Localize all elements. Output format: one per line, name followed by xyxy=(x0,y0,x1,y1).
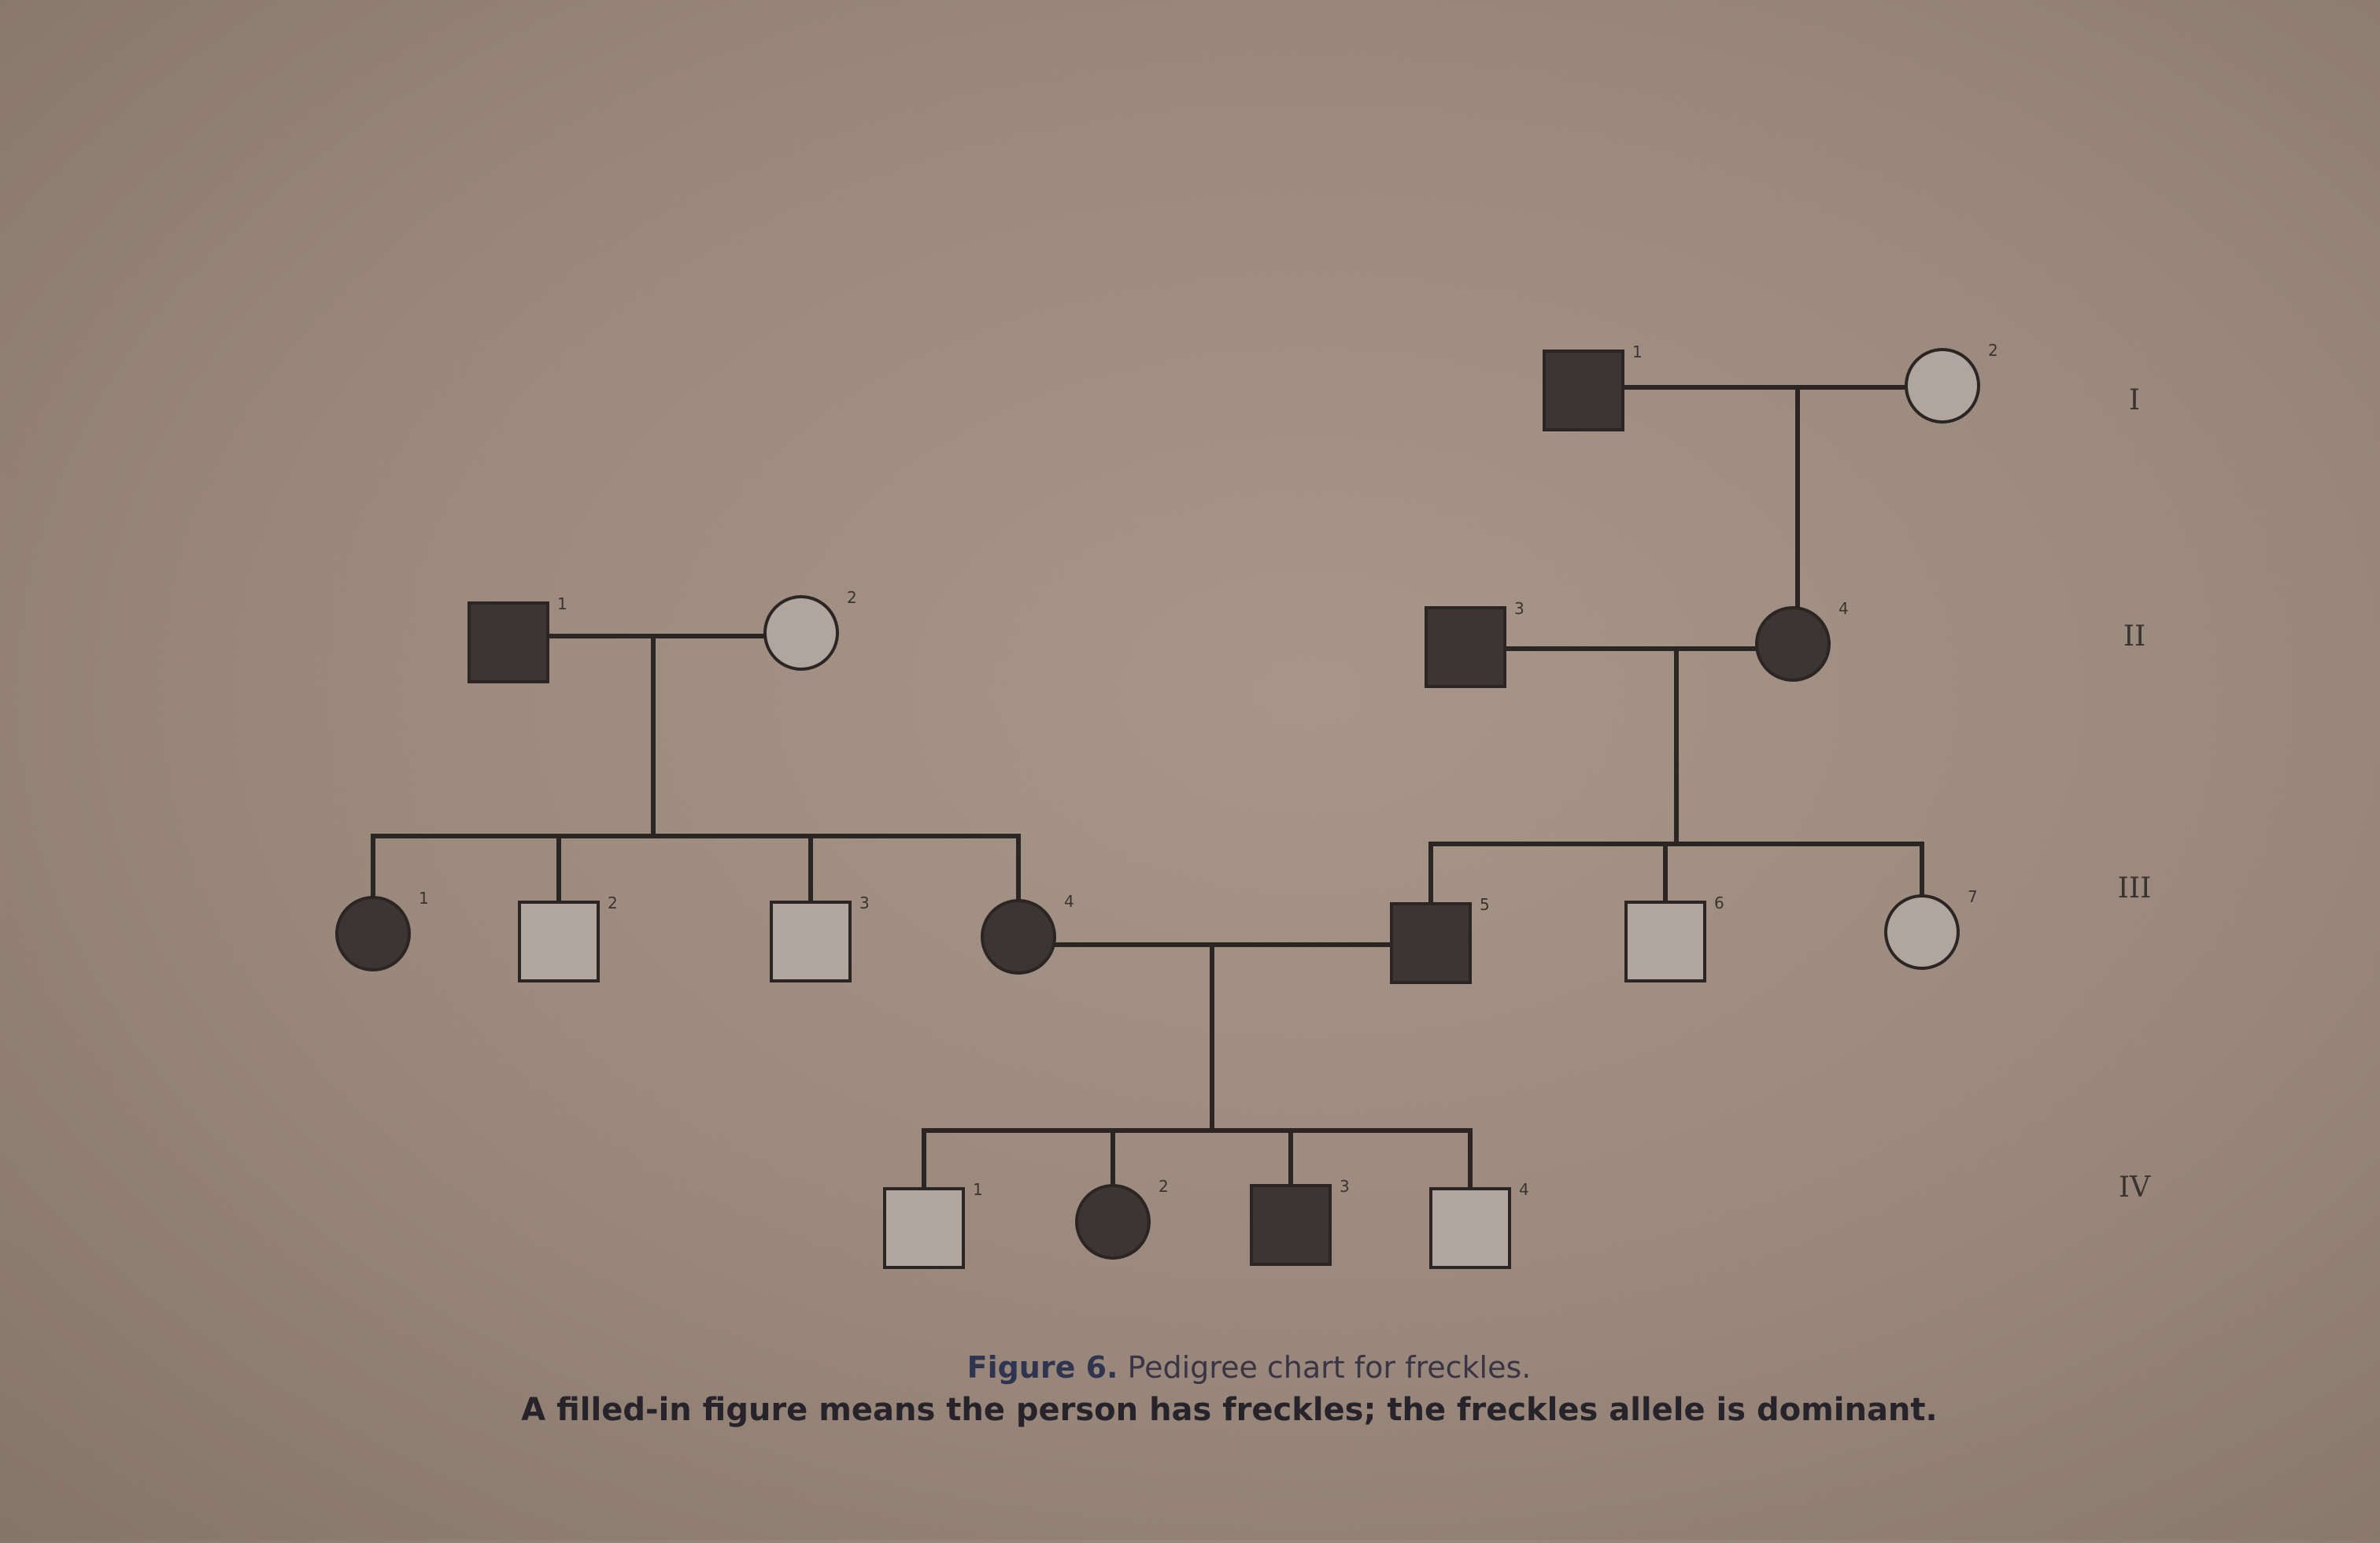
affected-male-i-1 xyxy=(1543,350,1624,431)
affected-female-iii-4 xyxy=(981,899,1056,975)
individual-number-iv-3: 3 xyxy=(1340,1177,1350,1196)
figure-caption-title: Figure 6. Pedigree chart for freckles. xyxy=(0,1350,2380,1385)
unaffected-male-iii-6 xyxy=(1624,901,1706,982)
individual-number-i-1: 1 xyxy=(1632,342,1643,361)
individual-number-iii-3: 3 xyxy=(859,894,870,912)
individual-symbols xyxy=(335,348,1980,1269)
affected-male-iii-5 xyxy=(1390,902,1472,984)
generation-label-iv: IV xyxy=(2119,1171,2151,1204)
individual-number-iii-1: 1 xyxy=(419,889,429,908)
individual-number-ii-2: 2 xyxy=(847,588,857,607)
individual-number-ii-4: 4 xyxy=(1839,599,1849,618)
unaffected-female-ii-2 xyxy=(763,595,839,671)
figure-title: Pedigree chart for freckles. xyxy=(1118,1350,1532,1385)
unaffected-female-iii-7 xyxy=(1884,894,1960,970)
individual-number-iii-6: 6 xyxy=(1714,894,1724,912)
individual-number-iii-5: 5 xyxy=(1480,895,1490,914)
individual-number-iii-4: 4 xyxy=(1064,892,1074,911)
unaffected-male-iii-3 xyxy=(770,901,852,982)
affected-male-iv-3 xyxy=(1250,1184,1332,1266)
unaffected-male-iv-4 xyxy=(1429,1187,1511,1269)
individual-number-ii-3: 3 xyxy=(1514,599,1524,618)
unaffected-male-iv-1 xyxy=(883,1187,965,1269)
affected-male-ii-3 xyxy=(1425,606,1506,688)
figure-label: Figure 6. xyxy=(966,1350,1118,1385)
individual-number-iii-2: 2 xyxy=(608,894,618,912)
unaffected-female-i-2 xyxy=(1905,348,1980,424)
individual-number-iv-1: 1 xyxy=(973,1180,983,1199)
generation-label-iii: III xyxy=(2118,872,2152,905)
connector-lines xyxy=(371,385,1924,1191)
individual-numbers: 1 2 1 2 3 4 1 2 3 4 5 6 7 1 2 3 4 xyxy=(419,341,1998,1199)
individual-number-i-2: 2 xyxy=(1988,341,1998,360)
generation-label-i: I xyxy=(2129,384,2140,416)
individual-number-iii-7: 7 xyxy=(1968,887,1978,906)
affected-male-ii-1 xyxy=(468,601,549,683)
affected-female-ii-4 xyxy=(1755,606,1831,682)
individual-number-ii-1: 1 xyxy=(557,594,567,613)
affected-female-iii-1 xyxy=(335,896,411,971)
affected-female-iv-2 xyxy=(1075,1184,1151,1260)
figure-caption-note: A filled-in figure means the person has … xyxy=(521,1392,1938,1428)
generation-label-ii: II xyxy=(2123,620,2145,653)
individual-number-iv-4: 4 xyxy=(1519,1180,1529,1199)
individual-number-iv-2: 2 xyxy=(1159,1177,1169,1196)
unaffected-male-iii-2 xyxy=(518,901,600,982)
